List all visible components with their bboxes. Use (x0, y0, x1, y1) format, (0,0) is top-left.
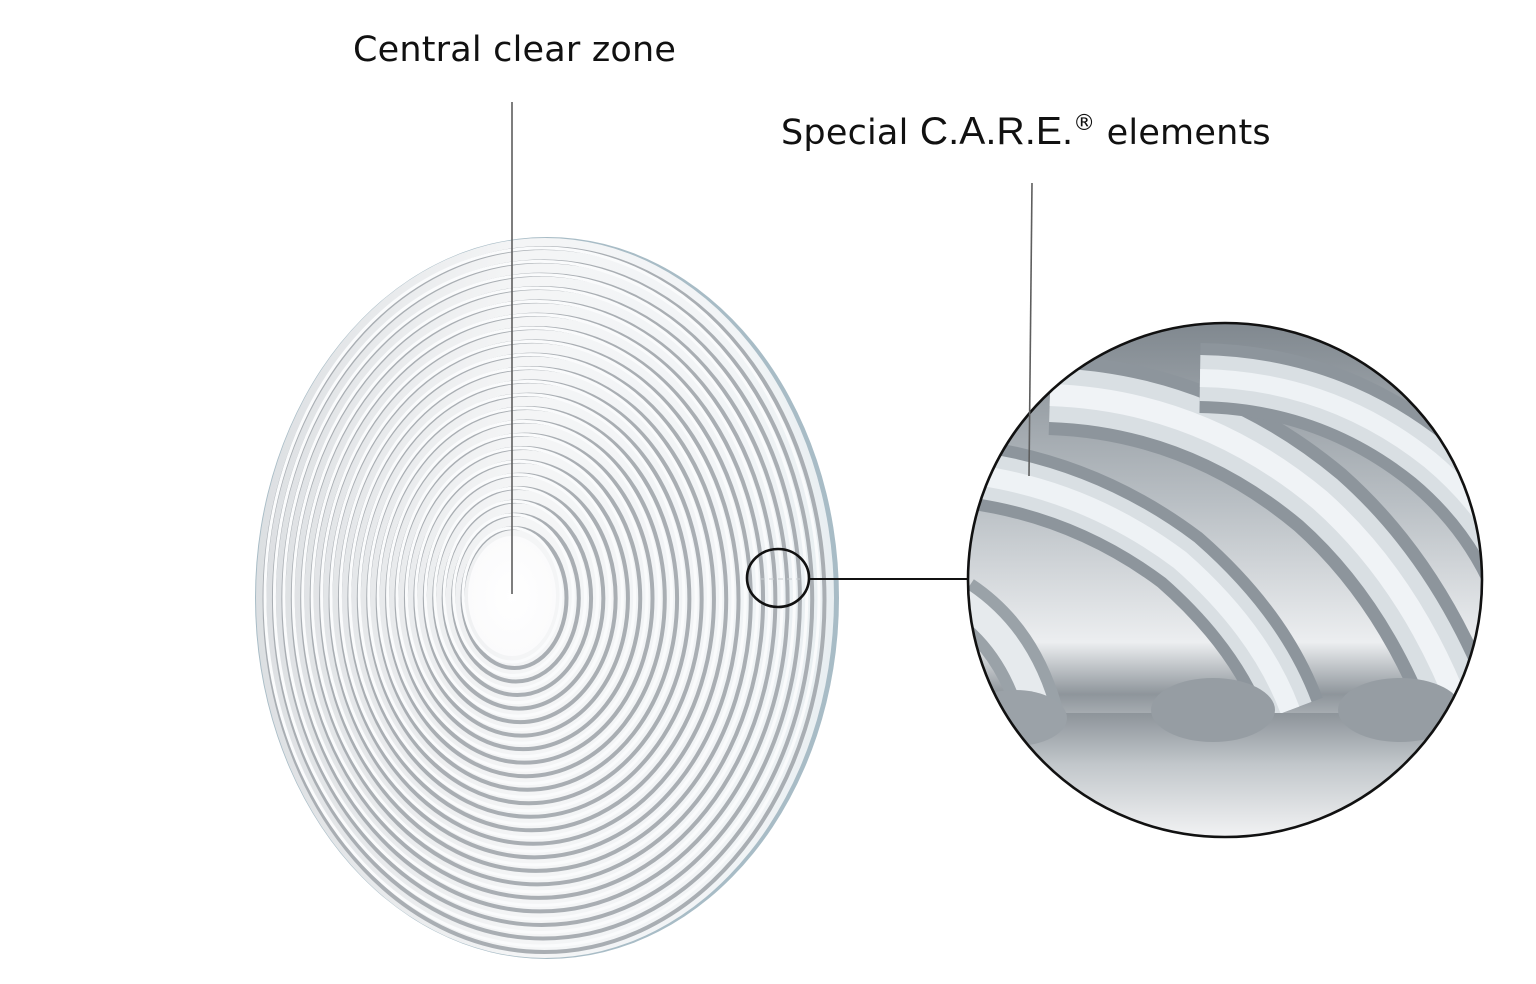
central-clear-zone-label: Central clear zone (353, 30, 676, 70)
lens-ring-highlight (376, 406, 674, 786)
lens-ring-highlight (442, 499, 588, 691)
central-clear-zone (468, 536, 556, 656)
lens-rings (262, 246, 827, 954)
care-brand-text: C.A.R.E. (919, 110, 1074, 153)
care-elements-label: Special C.A.R.E.® elements (781, 110, 1271, 154)
lens-ring-highlight (367, 393, 686, 799)
registered-trademark-symbol: ® (1073, 111, 1096, 136)
care-elements-leader-line (1028, 182, 1033, 477)
lens-ring-highlight (263, 246, 821, 948)
lens-ring-highlight (282, 273, 796, 921)
lens-ring-highlight (301, 299, 772, 894)
lens-ring-highlight (452, 513, 575, 678)
lens-ring-highlight (414, 459, 624, 732)
care-prefix-text: Special (781, 113, 920, 153)
magnified-care-elements (966, 321, 1484, 839)
lens-ring-highlight (329, 339, 735, 853)
lens-ring-highlight (433, 486, 600, 705)
lens-ring-highlight (404, 446, 637, 745)
lens-ring-highlight (423, 473, 612, 718)
lens-ring-highlight (338, 353, 723, 840)
lens-ring-highlight (272, 259, 809, 934)
care-suffix-text: elements (1095, 113, 1271, 153)
lens-ring-highlight (357, 379, 698, 813)
lens-ring-highlight (320, 326, 747, 867)
lens-ring-highlight (348, 366, 710, 826)
lens-ring-highlight (395, 433, 649, 759)
lens-ring-highlight (310, 313, 760, 880)
lens-ring-highlight (386, 419, 661, 772)
lens-ring-highlight (291, 286, 784, 907)
lens-disc (255, 237, 839, 959)
central-clear-zone-text: Central clear zone (353, 30, 677, 70)
magnifier-outline (966, 321, 1484, 839)
